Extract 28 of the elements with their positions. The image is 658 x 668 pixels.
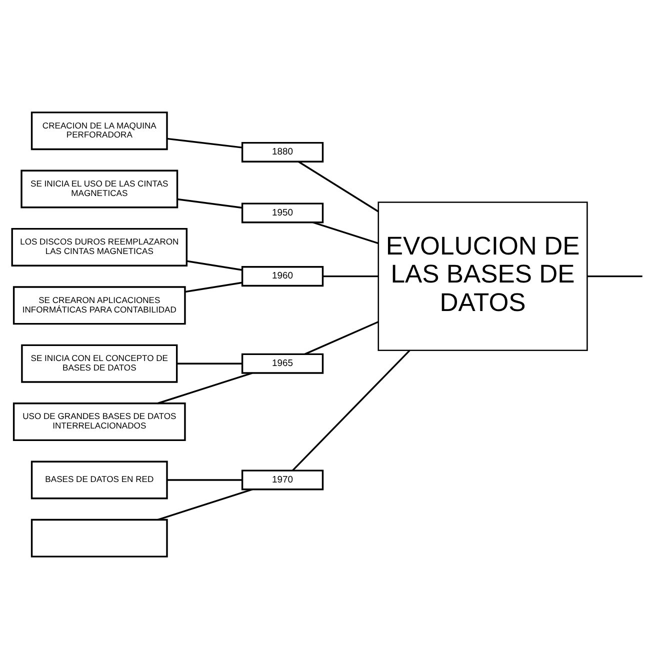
connector <box>312 221 379 244</box>
connector <box>587 274 642 277</box>
node-box: EVOLUCION DE LAS BASES DE DATOS <box>378 201 588 350</box>
node-box: 1950 <box>241 202 324 223</box>
connector <box>177 198 242 208</box>
node-box: SE INICIA EL USO DE LAS CINTAS MAGNETICAS <box>20 169 178 208</box>
connector <box>166 137 242 148</box>
node-box: BASES DE DATOS EN RED <box>30 460 168 499</box>
connector <box>176 362 242 364</box>
connector <box>298 160 379 212</box>
connector <box>157 372 253 404</box>
connector <box>184 281 242 292</box>
connector <box>322 274 378 277</box>
node-box: 1970 <box>241 469 324 490</box>
node-box: 1965 <box>241 352 324 374</box>
node-box: 1880 <box>241 141 324 162</box>
connector <box>157 488 253 520</box>
connector <box>167 478 242 480</box>
node-box: LOS DISCOS DUROS REEMPLAZARON LAS CINTAS MAGNETICAS <box>11 227 188 266</box>
node-box: SE INICIA CON EL CONCEPTO DE BASES DE DATOS <box>21 344 178 382</box>
node-box: 1960 <box>241 266 324 286</box>
node-box: CREACION DE LA MAQUINA PERFORADORA <box>30 111 168 150</box>
node-box: SE CREARON APLICACIONES INFORMÁTICAS PARA CONTABILIDAD <box>12 286 186 324</box>
connector <box>304 320 379 354</box>
node-box: USO DE GRANDES BASES DE DATOS INTERRELACIONADOS <box>12 402 186 441</box>
node-box <box>30 518 168 557</box>
connector <box>292 349 410 471</box>
connector <box>186 260 242 270</box>
